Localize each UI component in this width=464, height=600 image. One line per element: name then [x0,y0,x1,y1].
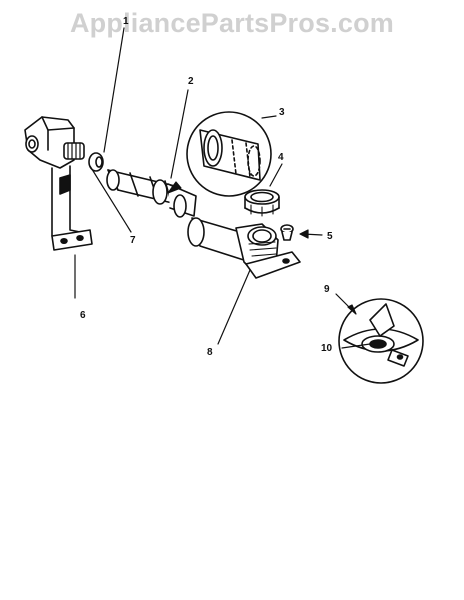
leader-lines [74,27,371,349]
callout-10: 10 [321,343,333,354]
part-5-screw [280,224,294,241]
part-2-tube-assembly [106,169,197,218]
callout-5: 5 [327,231,333,242]
callout-2: 2 [188,76,194,87]
callout-1: 1 [123,16,129,27]
callout-8: 8 [207,347,213,358]
part-8-hose-fitting [187,217,301,279]
part-9-detail-circle [338,298,424,384]
part-4-nut [244,189,280,217]
watermark: AppliancePartsPros.com [69,8,394,38]
part-7-washer [88,152,104,172]
part-3-detail-circle [186,111,272,197]
part-6-elbow-bracket [24,116,93,251]
callout-9: 9 [324,284,330,295]
callout-7: 7 [130,235,136,246]
callout-6: 6 [80,310,86,321]
callout-3: 3 [279,107,285,118]
callout-4: 4 [278,152,284,163]
